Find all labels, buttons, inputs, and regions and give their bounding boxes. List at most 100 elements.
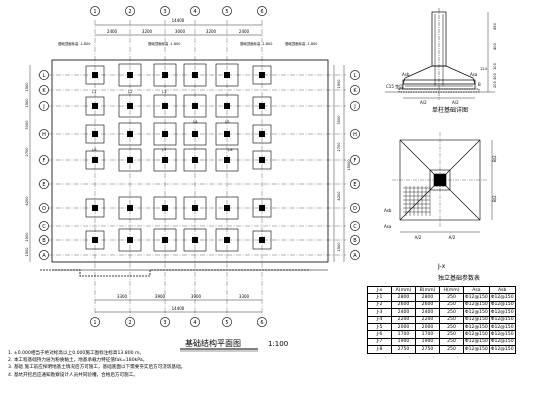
table-cell: J-7	[367, 337, 392, 347]
table-cell: Φ12@150	[488, 322, 516, 332]
axis-top-bubble	[222, 6, 232, 16]
footing	[183, 63, 207, 87]
column-mark	[127, 157, 133, 163]
column-mark	[162, 131, 168, 137]
table-cell: J-6	[367, 330, 392, 339]
footing	[215, 196, 239, 220]
axis-bottom-bubble-label: 3	[163, 320, 166, 326]
axis-left-bubble	[39, 250, 49, 260]
axis-right-bubble	[350, 70, 360, 80]
column-mark	[224, 103, 230, 109]
section-dim: 124	[480, 67, 488, 71]
dim-right: 2700	[337, 142, 341, 152]
axis-left-bubble	[39, 221, 49, 231]
axis-right-bubble-label: D	[353, 206, 357, 212]
colplan-label: B/2	[492, 195, 497, 202]
plan-ground-line	[40, 269, 310, 277]
column-mark	[259, 205, 265, 211]
footing	[118, 94, 142, 118]
axis-top-bubble-label: 3	[163, 9, 166, 15]
axis-left-bubble	[39, 101, 49, 111]
footing	[118, 228, 142, 252]
grid-lines	[38, 20, 346, 316]
axis-top-bubble	[257, 6, 267, 16]
footing	[153, 94, 177, 118]
dim-left: 4200	[25, 196, 29, 206]
column-mark	[224, 72, 230, 78]
axis-right-bubble-label: K	[353, 88, 357, 94]
table-header-cell: B(mm)	[415, 285, 440, 295]
footing	[118, 122, 142, 146]
table-header-cell: J-x	[367, 285, 392, 295]
axis-right-bubble	[350, 101, 360, 111]
table-cell: 2000	[415, 322, 440, 332]
axis-top-bubble-label: 4	[193, 9, 196, 15]
axis-right-bubble-label: J	[353, 104, 355, 110]
footing-label: J-4	[192, 120, 198, 124]
table-cell: 2400	[391, 308, 416, 317]
column-mark	[127, 103, 133, 109]
table-cell: 250	[439, 315, 464, 324]
axis-right-bubble-label: E	[353, 182, 356, 188]
column-mark	[92, 103, 98, 109]
dim-top: 2400	[107, 29, 118, 34]
axis-bottom-bubble	[222, 317, 232, 327]
footing	[153, 122, 177, 146]
footing-label: J-7	[161, 148, 167, 152]
table-cell: 1700	[391, 330, 416, 339]
table-cell: 2400	[415, 308, 440, 317]
footing-label: J-1	[91, 90, 97, 94]
dim-bottom: 3300	[239, 294, 250, 299]
axis-left-bubble-label: D	[42, 206, 46, 212]
axis-left-bubble-label: K	[42, 88, 46, 94]
column-mark	[224, 237, 230, 243]
axis-right-bubble	[350, 203, 360, 213]
footing	[153, 148, 177, 172]
footing	[183, 122, 207, 146]
section-label: Asb	[402, 72, 410, 77]
table-cell: Φ12@150	[463, 293, 490, 302]
footing	[85, 124, 105, 144]
axis-right-bubble	[350, 221, 360, 231]
column-mark	[259, 72, 265, 78]
table-cell: 1900	[391, 337, 416, 347]
elevation-tag: 基础顶面标高 -1.800	[285, 41, 317, 46]
column-mark	[92, 205, 98, 211]
footing	[252, 150, 272, 170]
axis-right-bubble-label: H	[353, 132, 357, 138]
dim-bottom: 3300	[117, 294, 128, 299]
foundation-plan	[29, 20, 346, 316]
axis-left-bubble-label: A	[42, 253, 46, 259]
axis-bottom-bubble-label: 1	[93, 320, 96, 326]
axis-bottom-bubble	[160, 317, 170, 327]
footing-label: J-5	[224, 120, 230, 124]
dim-left: 2700	[25, 147, 29, 157]
table-cell: 250	[439, 330, 464, 339]
axis-left-bubble-label: E	[42, 182, 45, 188]
table-cell: 2600	[391, 300, 416, 310]
note-line: 2. 本工程基础持力层为粉质黏土，地基承载力特征值fak=180kPa。	[8, 358, 148, 364]
footing	[215, 148, 239, 172]
axis-bottom-bubble-label: 6	[260, 320, 263, 326]
footing	[118, 196, 142, 220]
axis-left-bubble-label: J	[42, 104, 44, 110]
axis-left-bubble	[39, 203, 49, 213]
footing-section-detail	[385, 8, 495, 100]
footing	[215, 94, 239, 118]
footing	[183, 94, 207, 118]
table-cell: Φ12@150	[463, 345, 490, 354]
footing	[183, 148, 207, 172]
table-cell: 250	[439, 293, 464, 302]
axis-right-bubble	[350, 250, 360, 260]
footing	[252, 124, 272, 144]
dim-top: 2400	[239, 29, 250, 34]
table-cell: 1700	[415, 330, 440, 339]
table-cell: Φ12@150	[488, 315, 516, 324]
colplan-label: A/2	[449, 235, 456, 240]
section-dim: 450	[493, 22, 497, 30]
